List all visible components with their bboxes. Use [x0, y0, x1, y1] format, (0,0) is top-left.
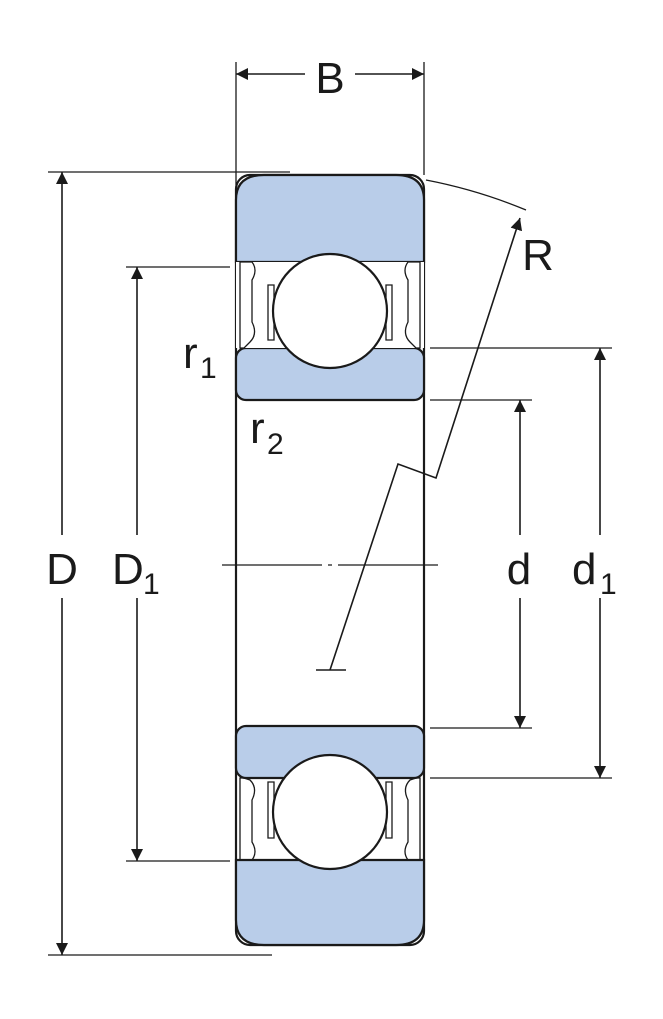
outer-ring-bottom: [234, 858, 426, 947]
label-r2-sub: 2: [267, 428, 284, 461]
label-b: B: [315, 54, 344, 103]
label-d-bore: d: [507, 545, 531, 594]
seal-left-bottom: [239, 777, 256, 861]
cage-left-bottom: [267, 781, 275, 839]
label-d1-outer: D: [112, 545, 144, 594]
label-r2: r: [250, 404, 265, 453]
label-r1-sub: 1: [200, 352, 217, 385]
r-leader: [329, 217, 523, 671]
label-d1-outer-sub: 1: [143, 568, 160, 601]
label-d1-inner: d: [572, 545, 596, 594]
seal-right-bottom: [404, 777, 421, 861]
label-d-outer: D: [46, 545, 78, 594]
outer-ring-top: [234, 173, 426, 264]
ball-bottom: [271, 753, 389, 871]
cage-left-top: [267, 284, 275, 341]
label-r: R: [522, 231, 554, 280]
label-d1-inner-sub: 1: [600, 568, 617, 601]
seal-left-top: [239, 261, 256, 349]
seal-right-top: [404, 261, 421, 349]
r-arc: [425, 179, 527, 211]
label-r1: r: [183, 329, 198, 378]
ball-top: [271, 252, 389, 370]
